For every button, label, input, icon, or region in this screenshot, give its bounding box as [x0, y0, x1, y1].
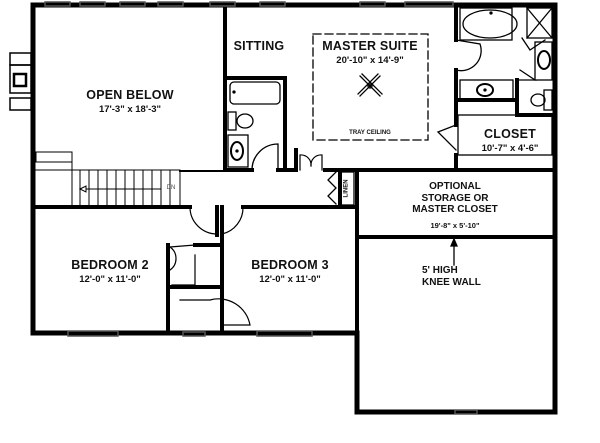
chimney [9, 52, 32, 111]
room-label-closet: CLOSET [484, 127, 536, 141]
tray-ceiling [312, 33, 429, 141]
linen-closet [327, 171, 355, 206]
stairs-down-label: DN [166, 185, 176, 191]
room-label-optional-storage: OPTIONAL STORAGE OR MASTER CLOSET [400, 181, 510, 216]
master-bath-fixtures [455, 7, 553, 111]
room-label-bedroom-3: BEDROOM 3 [251, 258, 329, 272]
windows [44, 1, 478, 415]
room-dimensions-closet: 10'-7" x 4'-6" [481, 143, 539, 154]
room-label-master-suite: MASTER SUITE [322, 39, 418, 53]
linen-label: LINEN [343, 179, 350, 198]
stairs [35, 151, 181, 206]
room-dimensions-bedroom-2: 12'-0" x 11'-0" [79, 274, 141, 285]
room-dimensions-open-below: 17'-3" x 18'-3" [98, 104, 162, 115]
knee-wall-line-2: KNEE WALL [422, 276, 481, 288]
optional-storage-line-2: STORAGE OR [421, 192, 489, 204]
optional-storage-line-3: MASTER CLOSET [412, 204, 498, 215]
master-door [299, 154, 323, 171]
room-label-open-below: OPEN BELOW [86, 88, 174, 102]
tray-ceiling-note: TRAY CEILING [349, 130, 391, 136]
room-dimensions-bedroom-3: 12'-0" x 11'-0" [259, 274, 321, 285]
knee-wall-arrow [450, 237, 458, 266]
room-dimensions-optional-storage: 19'-8" x 5'-10" [430, 221, 480, 230]
ceiling-fan-icon [357, 73, 383, 97]
hall-bath-fixtures [227, 81, 281, 171]
exterior-walls [30, 2, 558, 415]
room-label-sitting: SITTING [233, 39, 285, 53]
bedroom-doors [168, 206, 251, 326]
closet-shelf [436, 114, 553, 156]
knee-wall-line-1: 5' HIGH [422, 265, 458, 276]
room-dimensions-master-suite: 20'-10" x 14'-9" [336, 55, 404, 66]
room-label-bedroom-2: BEDROOM 2 [71, 258, 149, 272]
knee-wall-note: 5' HIGH KNEE WALL [422, 265, 481, 288]
optional-storage-line-1: OPTIONAL [429, 181, 481, 192]
